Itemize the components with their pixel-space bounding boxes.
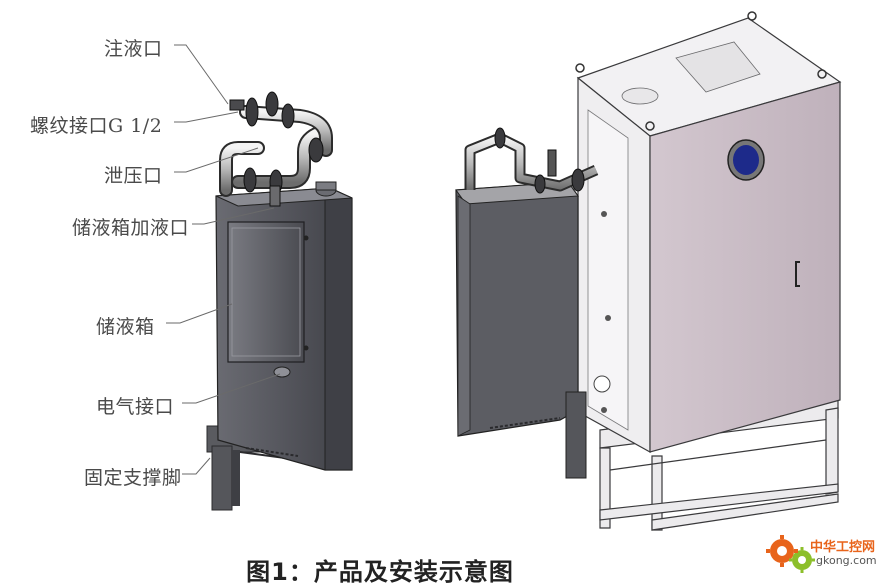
label-mount-bracket: 固定支撑脚 (84, 467, 182, 489)
cabinet-front-shape (649, 81, 841, 453)
mounted-reservoir (455, 181, 587, 479)
label-thread-port: 螺纹接口G 1/2 (30, 115, 163, 137)
watermark-cn: 中华工控网 (810, 540, 876, 555)
watermark-en: gkong.com (816, 554, 877, 567)
label-fill-port: 注液口 (104, 38, 163, 60)
cabinet-assembly (455, 11, 842, 531)
reservoir-assembly (166, 44, 353, 511)
cabinet-porthole (727, 139, 765, 181)
watermark: 中华工控网 gkong.com (758, 528, 888, 580)
label-relief-port: 泄压口 (104, 165, 163, 187)
lifting-eyes (575, 11, 827, 131)
callout-leaders (166, 44, 281, 475)
reservoir-tank-shape (215, 181, 353, 471)
label-reservoir: 储液箱 (96, 316, 155, 338)
label-tank-fill-port: 储液箱加液口 (72, 217, 190, 239)
reservoir-pipework (219, 91, 333, 207)
label-electrical-port: 电气接口 (96, 396, 175, 418)
cabinet-handle (795, 261, 800, 287)
figure-caption: 图1：产品及安装示意图 (246, 558, 514, 586)
watermark-logo-icon (766, 535, 815, 573)
mounted-pipework (464, 127, 599, 194)
